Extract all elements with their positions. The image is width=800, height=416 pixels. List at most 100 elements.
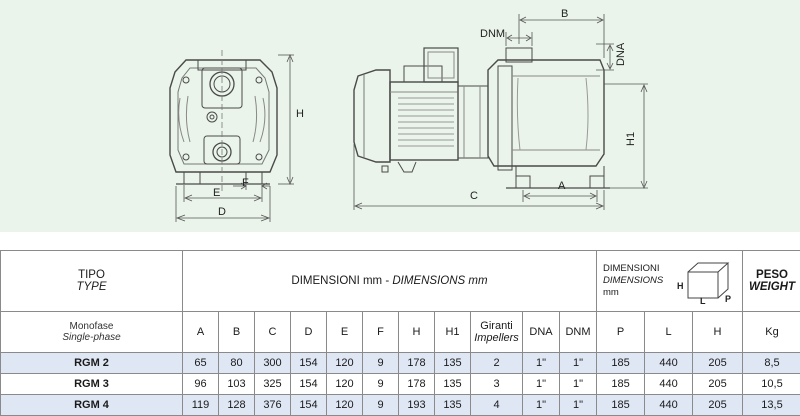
cell-kg: 10,5 — [742, 373, 800, 395]
phase-en-label: Single-phase — [62, 332, 121, 343]
packaging-header: DIMENSIONI DIMENSIONS mm H L P — [596, 250, 744, 312]
cell-f: 9 — [362, 373, 399, 395]
table-row: RGM 4 119 128 376 154 120 9 193 135 4 1"… — [0, 394, 800, 416]
box-dimension-icon: H L P — [677, 262, 731, 304]
dim-label-h1: H1 — [625, 132, 637, 146]
cell-c: 376 — [254, 394, 291, 416]
impellers-label: Impellers — [474, 332, 519, 344]
dimensions-header: DIMENSIONI mm - DIMENSIONS mm — [181, 250, 598, 312]
cell-d: 154 — [290, 394, 327, 416]
col-header-b: B — [218, 311, 255, 353]
cell-b: 103 — [218, 373, 255, 395]
box-p-label: P — [725, 294, 731, 304]
dimensions-it-label: DIMENSIONI mm - — [291, 275, 393, 287]
col-header-giranti: Giranti Impellers — [470, 311, 523, 353]
col-header-box-h: H — [692, 311, 744, 353]
dim-label-dnm: DNM — [480, 28, 505, 40]
weight-header: PESO WEIGHT — [742, 250, 800, 312]
cell-dna: 1" — [522, 352, 560, 374]
cell-h: 178 — [398, 373, 435, 395]
phase-header: Monofase Single-phase — [0, 311, 183, 353]
col-header-c: C — [254, 311, 291, 353]
cell-box-h: 205 — [692, 394, 744, 416]
pump-front-view — [169, 59, 278, 185]
cell-b: 128 — [218, 394, 255, 416]
model-cell: RGM 4 — [0, 394, 183, 416]
cell-f: 9 — [362, 394, 399, 416]
dim-label-h: H — [296, 108, 304, 120]
cell-e: 120 — [326, 352, 363, 374]
cell-kg: 8,5 — [742, 352, 800, 374]
col-header-a: A — [182, 311, 219, 353]
col-header-dnm: DNM — [558, 311, 598, 353]
cell-h1: 135 — [434, 373, 471, 395]
cell-a: 65 — [182, 352, 219, 374]
giranti-label: Giranti — [480, 320, 513, 332]
cell-e: 120 — [326, 394, 363, 416]
cell-h: 193 — [398, 394, 435, 416]
model-cell: RGM 3 — [0, 373, 183, 395]
type-header: TIPO TYPE — [0, 250, 183, 312]
cell-box-h: 205 — [692, 373, 744, 395]
technical-drawing: H E F D B DNM DNA H1 A C — [0, 0, 800, 232]
dim-label-e: E — [213, 187, 220, 199]
table-header-row-1: TIPO TYPE DIMENSIONI mm - DIMENSIONS mm … — [0, 250, 800, 312]
box-unit-label: mm — [603, 287, 619, 298]
cell-d: 154 — [290, 373, 327, 395]
table-row: RGM 3 96 103 325 154 120 9 178 135 3 1" … — [0, 373, 800, 395]
pump-drawing-svg: H E F D B DNM DNA H1 A C — [169, 8, 648, 222]
col-header-f: F — [362, 311, 399, 353]
dim-label-d: D — [218, 206, 226, 218]
cell-a: 96 — [182, 373, 219, 395]
cell-box-p: 185 — [596, 394, 646, 416]
cell-c: 300 — [254, 352, 291, 374]
cell-box-p: 185 — [596, 352, 646, 374]
dimensions-en-label: DIMENSIONS mm — [392, 275, 488, 287]
phase-it-label: Monofase — [69, 321, 114, 332]
cell-box-h: 205 — [692, 352, 744, 374]
cell-giranti: 3 — [470, 373, 523, 395]
dim-label-c: C — [470, 190, 478, 202]
cell-box-p: 185 — [596, 373, 646, 395]
col-header-dna: DNA — [522, 311, 560, 353]
cell-d: 154 — [290, 352, 327, 374]
col-header-e: E — [326, 311, 363, 353]
cell-h1: 135 — [434, 352, 471, 374]
cell-dna: 1" — [522, 373, 560, 395]
weight-label: WEIGHT — [749, 281, 796, 293]
box-it-label: DIMENSIONI — [603, 263, 660, 274]
cell-dnm: 1" — [558, 394, 598, 416]
col-header-box-l: L — [644, 311, 694, 353]
cell-box-l: 440 — [644, 352, 694, 374]
cell-b: 80 — [218, 352, 255, 374]
dimensions-table: TIPO TYPE DIMENSIONI mm - DIMENSIONS mm … — [0, 250, 800, 416]
cell-a: 119 — [182, 394, 219, 416]
cell-e: 120 — [326, 373, 363, 395]
table-header-row-2: Monofase Single-phase A B C D E F H H1 G… — [0, 311, 800, 353]
cell-h1: 135 — [434, 394, 471, 416]
cell-giranti: 2 — [470, 352, 523, 374]
col-header-box-p: P — [596, 311, 646, 353]
cell-box-l: 440 — [644, 394, 694, 416]
dim-label-dna: DNA — [615, 42, 627, 66]
tipo-label: TIPO — [78, 269, 105, 281]
cell-f: 9 — [362, 352, 399, 374]
type-label: TYPE — [76, 281, 107, 293]
col-header-h: H — [398, 311, 435, 353]
cell-dnm: 1" — [558, 352, 598, 374]
cell-h: 178 — [398, 352, 435, 374]
dim-label-a: A — [558, 180, 566, 192]
side-dimension-lines — [353, 14, 648, 210]
col-header-d: D — [290, 311, 327, 353]
model-cell: RGM 2 — [0, 352, 183, 374]
box-h-label: H — [677, 281, 684, 291]
box-l-label: L — [700, 296, 706, 304]
cell-kg: 13,5 — [742, 394, 800, 416]
dim-label-f: F — [242, 177, 249, 189]
box-en-label: DIMENSIONS — [603, 275, 664, 286]
table-row: RGM 2 65 80 300 154 120 9 178 135 2 1" 1… — [0, 352, 800, 374]
dim-label-b: B — [561, 8, 568, 20]
peso-label: PESO — [756, 269, 788, 281]
cell-dna: 1" — [522, 394, 560, 416]
col-header-kg: Kg — [742, 311, 800, 353]
